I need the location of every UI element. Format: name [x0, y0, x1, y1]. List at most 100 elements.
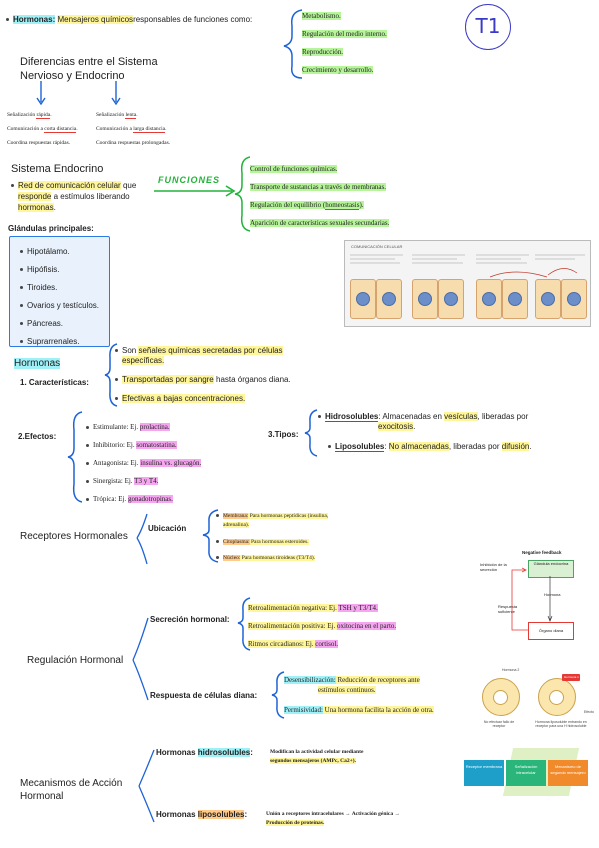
- text: Retroalimentación negativa: Ej.: [248, 604, 339, 612]
- example: gonadotropinas.: [127, 495, 173, 503]
- example: oxitocina en el parto.: [337, 622, 397, 630]
- text: Son: [122, 346, 139, 355]
- tipos-label: 3.Tipos:: [268, 430, 299, 439]
- brace-respuesta: [271, 671, 285, 719]
- hl: Efectivas a bajas concentraciones.: [122, 394, 246, 403]
- underlined: larga distancia: [133, 126, 166, 133]
- receptor-text: Para hormonas peptídicas (insulina,: [248, 513, 329, 519]
- example: TSH y T3/T4.: [338, 604, 378, 612]
- receptor-text: adrenalina).: [223, 522, 250, 528]
- example: somatostatina.: [136, 441, 177, 449]
- top-functions: Metabolismo. Regulación del medio intern…: [302, 12, 387, 84]
- negative-feedback-figure: Negative feedback Inhibición de la secre…: [478, 550, 594, 645]
- caracteristicas-label: 1. Características:: [20, 378, 89, 387]
- fig-box: Receptor membrana: [464, 760, 504, 786]
- brace-ubicacion: [202, 509, 219, 563]
- function-item: Metabolismo.: [302, 12, 341, 20]
- brace-secrecion: [237, 597, 251, 651]
- fig-label: No efectuar fallo de receptor: [483, 720, 515, 728]
- text: Comunicación a: [7, 126, 45, 132]
- mecanismo-figure: Receptor membrana Señalización intracelu…: [464, 748, 594, 796]
- text: Señalización: [7, 112, 37, 118]
- brace-top: [283, 9, 303, 79]
- text: Sinergista: Ej.: [93, 477, 135, 485]
- receptor-text: Para hormonas tiroideas (T3/T4).: [240, 555, 316, 561]
- hl: señales químicas secretadas por células: [138, 346, 283, 355]
- receptor-text: Para hormonas esteroides.: [249, 539, 309, 545]
- respuesta-label: Respuesta de células diana:: [150, 691, 258, 700]
- hl: exocitosis: [378, 422, 414, 431]
- text: Modifican la actividad celular mediante: [270, 749, 364, 755]
- hl: hidrosolubles: [197, 748, 251, 757]
- hl: Red de comunicación celular: [18, 181, 121, 190]
- text: segundos mensajeros (AMPc, Ca2+).: [270, 758, 356, 764]
- brace-efectos: [67, 411, 83, 503]
- fig-label: Respuesta suficiente: [498, 604, 518, 614]
- diff-endocrino: Señalización lenta. Comunicación a larga…: [96, 108, 170, 150]
- text: Hormonas: [156, 748, 198, 757]
- caracteristicas-list: Son señales químicas secretadas por célu…: [115, 346, 291, 404]
- text: Coordina respuestas prolongadas.: [96, 140, 171, 146]
- fig-box: Mecanismo de segundo mensajero: [548, 760, 588, 786]
- text: Hormonas: [156, 810, 198, 819]
- text: Antagonista: Ej.: [93, 459, 141, 467]
- text: Estimulante: Ej.: [93, 423, 140, 431]
- underlined: homeostasis: [325, 201, 360, 210]
- hl: hormonas: [18, 203, 54, 212]
- text: Comunicación a: [96, 126, 134, 132]
- example: cortisol.: [315, 640, 339, 648]
- example: T3 y T4.: [134, 477, 159, 485]
- hl: liposolubles: [197, 810, 245, 819]
- hl: específicas.: [122, 356, 165, 365]
- ubicacion-list: Membrana: Para hormonas peptídicas (insu…: [216, 512, 396, 563]
- text: que: [120, 181, 137, 190]
- glandulas-title: Glándulas principales:: [8, 224, 94, 233]
- mecanismos-title-l2: Hormonal: [20, 791, 64, 802]
- mec-hidro-desc: Modifican la actividad celular mediante …: [270, 748, 363, 766]
- regulacion-title: Regulación Hormonal: [27, 655, 124, 666]
- efectos-list: Estimulante: Ej. prolactina. Inhibitorio…: [86, 418, 202, 508]
- text: Señalización: [96, 112, 126, 118]
- hormonas-intro-highlight: Mensajeros químicos: [57, 15, 134, 24]
- topic-badge-text: T1: [475, 14, 501, 38]
- mec-lipo-desc: Unión a receptores intracelulares → Acti…: [266, 810, 400, 828]
- funciones-label: FUNCIONES: [158, 175, 221, 185]
- comm-fig-title: COMUNICACIÓN CELULAR: [351, 244, 403, 249]
- brace-caracteristicas: [104, 343, 118, 407]
- receptores-title: Receptores Hormonales: [20, 531, 128, 542]
- hormonas-intro: Hormonas: Mensajeros químicosresponsable…: [6, 15, 252, 24]
- text: , liberadas por: [448, 442, 502, 451]
- text: Inhibitorio: Ej.: [93, 441, 137, 449]
- permisividad-label: Permisividad:: [284, 706, 323, 714]
- receptor-label: Citoplasma:: [223, 539, 250, 545]
- mecanismos-title: Mecanismos de Acción Hormonal: [20, 777, 122, 803]
- hidrosolubles-label: Hidrosolubles: [325, 412, 379, 422]
- underlined: corta distancia: [44, 126, 77, 133]
- example: insulina vs. glucagón.: [140, 459, 202, 467]
- text: .: [76, 126, 78, 132]
- funciones-arrow: [154, 185, 236, 197]
- underlined: lenta: [125, 112, 137, 119]
- fig-label: Hormona liposoluble entrando en receptor…: [535, 720, 587, 728]
- glandulas-box: Hipotálamo. Hipófisis. Tiroides. Ovarios…: [9, 236, 110, 347]
- text: .: [413, 422, 416, 431]
- secrecion-label: Secreción hormonal:: [150, 615, 230, 624]
- funciones-list: Control de funciones químicas. Transport…: [250, 160, 390, 232]
- text: Producción de proteínas.: [266, 820, 325, 826]
- hl: No almacenadas: [388, 442, 449, 451]
- fig-box: Señalización intracelular: [506, 760, 546, 786]
- secrecion-list: Retroalimentación negativa: Ej. TSH y T3…: [248, 599, 397, 653]
- mec-lipo-label: Hormonas liposolubles:: [156, 810, 247, 819]
- text: Unión a receptores intracelulares → Acti…: [266, 811, 400, 817]
- liposolubles-label: Liposolubles: [335, 442, 385, 452]
- funcion-item: Control de funciones químicas.: [250, 165, 338, 173]
- gland-item: Hipófisis.: [27, 265, 60, 274]
- topic-badge: T1: [465, 4, 511, 50]
- gland-item: Páncreas.: [27, 319, 64, 328]
- hl: difusión: [501, 442, 530, 451]
- respuesta-list: Desensibilización: Reducción de receptor…: [284, 675, 434, 715]
- text: hasta órganos diana.: [213, 375, 291, 384]
- efectos-label: 2.Efectos:: [18, 432, 57, 441]
- text: .: [529, 442, 532, 451]
- hormonas-title: Hormonas: [14, 358, 61, 369]
